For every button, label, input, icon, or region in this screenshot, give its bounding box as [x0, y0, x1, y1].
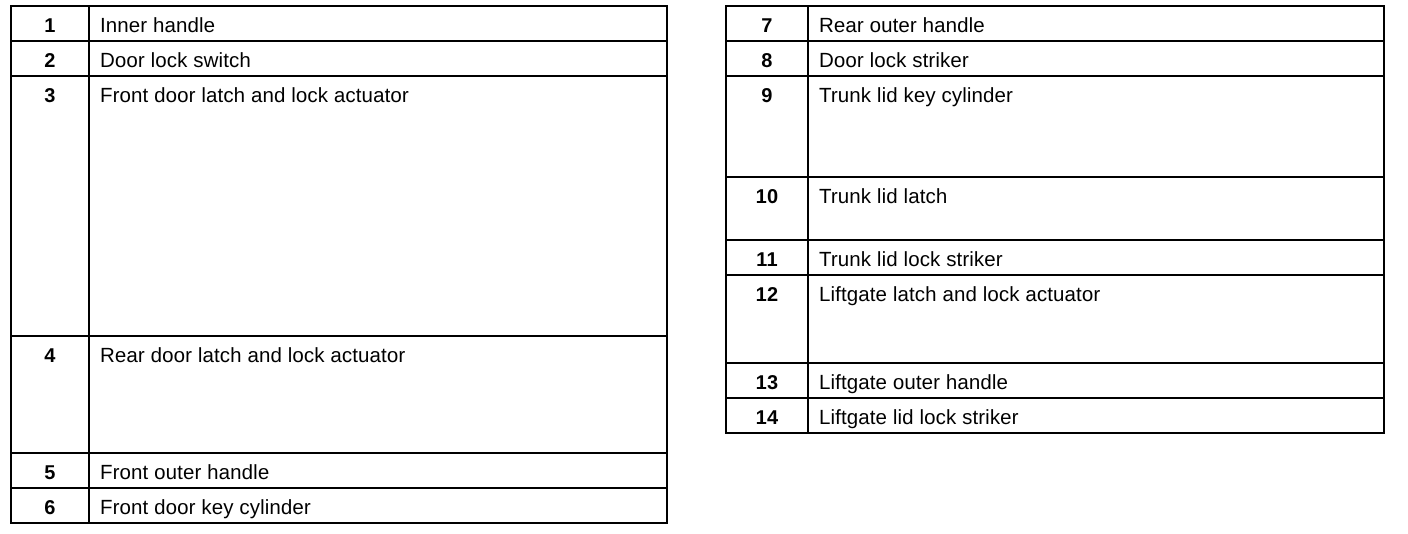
row-index-cell: 5 [10, 452, 90, 489]
table-row: 3 Front door latch and lock actuator [10, 75, 668, 337]
row-description-cell: Front outer handle [88, 452, 668, 489]
row-index-label: 5 [44, 462, 56, 484]
row-description-cell: Trunk lid key cylinder [807, 75, 1385, 178]
row-description-label: Liftgate lid lock striker [819, 406, 1019, 429]
row-description-label: Trunk lid latch [819, 185, 948, 208]
row-description-label: Front door latch and lock actuator [100, 84, 409, 107]
row-index-cell: 13 [725, 362, 809, 399]
row-description-cell: Front door latch and lock actuator [88, 75, 668, 337]
row-description-label: Rear door latch and lock actuator [100, 344, 406, 367]
row-index-cell: 3 [10, 75, 90, 337]
table-row: 12 Liftgate latch and lock actuator [725, 274, 1385, 364]
row-description-cell: Rear door latch and lock actuator [88, 335, 668, 454]
row-index-label: 14 [755, 407, 779, 429]
table-row: 8 Door lock striker [725, 40, 1385, 77]
row-index-cell: 8 [725, 40, 809, 77]
table-row: 6 Front door key cylinder [10, 487, 668, 524]
row-index-label: 13 [755, 372, 779, 394]
table-row: 9 Trunk lid key cylinder [725, 75, 1385, 178]
row-description-cell: Door lock switch [88, 40, 668, 77]
table-row: 4 Rear door latch and lock actuator [10, 335, 668, 454]
row-index-label: 1 [44, 15, 56, 37]
row-index-cell: 9 [725, 75, 809, 178]
table-row: 13 Liftgate outer handle [725, 362, 1385, 399]
table-row: 7 Rear outer handle [725, 5, 1385, 42]
row-index-cell: 11 [725, 239, 809, 276]
row-description-label: Rear outer handle [819, 14, 985, 37]
row-index-cell: 2 [10, 40, 90, 77]
row-index-label: 3 [44, 85, 56, 107]
row-description-label: Door lock striker [819, 49, 969, 72]
row-index-cell: 7 [725, 5, 809, 42]
row-description-cell: Liftgate latch and lock actuator [807, 274, 1385, 364]
row-index-label: 7 [761, 15, 773, 37]
row-description-cell: Rear outer handle [807, 5, 1385, 42]
table-row: 2 Door lock switch [10, 40, 668, 77]
table-row: 5 Front outer handle [10, 452, 668, 489]
row-description-cell: Liftgate lid lock striker [807, 397, 1385, 434]
row-description-label: Door lock switch [100, 49, 251, 72]
row-index-cell: 4 [10, 335, 90, 454]
row-index-label: 9 [761, 85, 773, 107]
row-index-label: 10 [755, 186, 779, 208]
row-description-label: Trunk lid key cylinder [819, 84, 1013, 107]
row-index-cell: 6 [10, 487, 90, 524]
row-description-cell: Trunk lid lock striker [807, 239, 1385, 276]
row-index-cell: 12 [725, 274, 809, 364]
row-index-label: 6 [44, 497, 56, 519]
row-description-cell: Liftgate outer handle [807, 362, 1385, 399]
row-index-cell: 1 [10, 5, 90, 42]
row-index-cell: 14 [725, 397, 809, 434]
row-description-cell: Inner handle [88, 5, 668, 42]
row-description-cell: Front door key cylinder [88, 487, 668, 524]
row-description-label: Front outer handle [100, 461, 270, 484]
row-description-label: Front door key cylinder [100, 496, 311, 519]
row-index-label: 2 [44, 50, 56, 72]
row-description-label: Trunk lid lock striker [819, 248, 1003, 271]
row-description-cell: Trunk lid latch [807, 176, 1385, 241]
table-row: 14 Liftgate lid lock striker [725, 397, 1385, 434]
row-index-label: 12 [755, 284, 779, 306]
row-description-label: Liftgate latch and lock actuator [819, 283, 1101, 306]
row-index-label: 11 [756, 249, 778, 271]
table-row: 1 Inner handle [10, 5, 668, 42]
row-description-label: Inner handle [100, 14, 216, 37]
row-description-label: Liftgate outer handle [819, 371, 1009, 394]
table-row: 10 Trunk lid latch [725, 176, 1385, 241]
row-description-cell: Door lock striker [807, 40, 1385, 77]
table-row: 11 Trunk lid lock striker [725, 239, 1385, 276]
row-index-cell: 10 [725, 176, 809, 241]
row-index-label: 8 [761, 50, 773, 72]
row-index-label: 4 [44, 345, 56, 367]
